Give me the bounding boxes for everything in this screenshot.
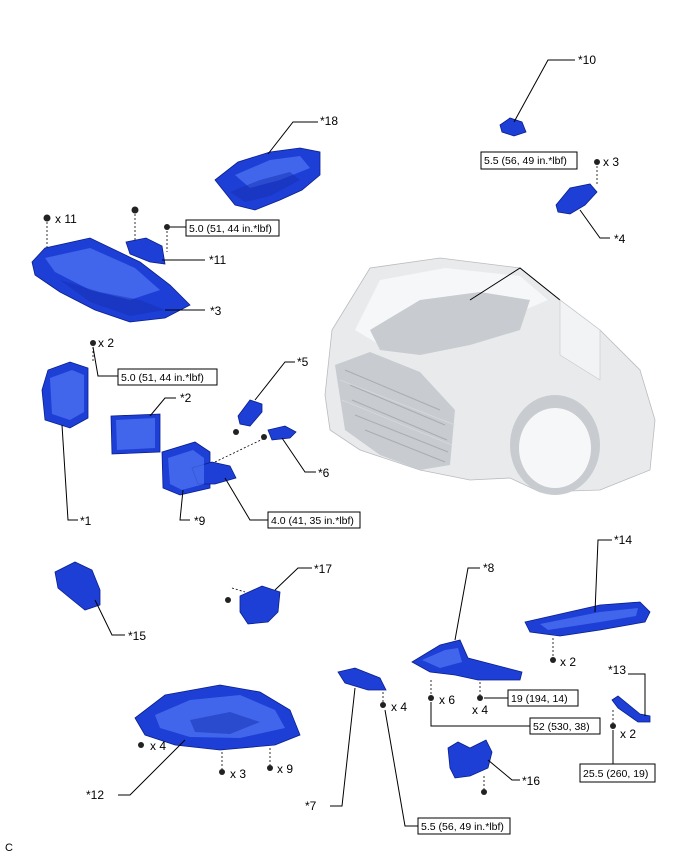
callout-15: *15 xyxy=(128,629,146,643)
callout-18: *18 xyxy=(320,114,338,128)
qty-x4-8: x 4 xyxy=(472,703,488,717)
part-2-filter xyxy=(110,413,161,455)
part-17-bracket xyxy=(239,585,281,625)
torque-5-0-b: 5.0 (51, 44 in.*lbf) xyxy=(121,372,204,384)
part-16-bracket xyxy=(447,739,493,779)
bolt-icon xyxy=(267,765,273,771)
part-12-under-cover xyxy=(134,684,301,751)
part-10-bracket xyxy=(499,117,527,137)
callout-16: *16 xyxy=(522,774,540,788)
bolt-icon xyxy=(225,597,231,603)
bolt-icon xyxy=(138,742,144,748)
bolt-icon xyxy=(481,789,487,795)
torque-5-5-bottom: 5.5 (56, 49 in.*lbf) xyxy=(421,821,504,833)
qty-x4-12: x 4 xyxy=(150,739,166,753)
torque-19: 19 (194, 14) xyxy=(511,693,568,705)
qty-x2-13: x 2 xyxy=(620,727,636,741)
torque-5-5-top: 5.5 (56, 49 in.*lbf) xyxy=(484,155,567,167)
clamp-icon xyxy=(261,434,267,440)
torque-52: 52 (530, 38) xyxy=(533,721,590,733)
nut-icon xyxy=(477,695,483,701)
callout-6: *6 xyxy=(318,466,330,480)
callout-12: *12 xyxy=(86,788,104,802)
part-6-hose xyxy=(267,425,297,441)
callout-8: *8 xyxy=(483,561,495,575)
bolt-icon xyxy=(610,723,616,729)
callout-9: *9 xyxy=(194,514,206,528)
torque-5-0-a: 5.0 (51, 44 in.*lbf) xyxy=(189,223,272,235)
bolt-icon xyxy=(219,769,225,775)
qty-x9-12: x 9 xyxy=(277,762,293,776)
torque-4-0: 4.0 (41, 35 in.*lbf) xyxy=(271,515,354,527)
vehicle-illustration xyxy=(324,257,656,495)
qty-x4-7: x 4 xyxy=(391,700,407,714)
callout-10: *10 xyxy=(578,53,596,67)
qty-x3-top: x 3 xyxy=(603,155,619,169)
callout-14: *14 xyxy=(614,533,632,547)
part-13-bracket xyxy=(611,695,651,723)
torque-25-5: 25.5 (260, 19) xyxy=(583,768,648,780)
bolt-icon xyxy=(90,340,96,346)
part-8-brace xyxy=(411,639,523,681)
callout-11: *11 xyxy=(209,253,226,267)
callout-3: *3 xyxy=(210,304,222,318)
part-18-engine-cover xyxy=(214,147,321,211)
qty-x2-14: x 2 xyxy=(560,655,576,669)
callout-13: *13 xyxy=(608,663,626,677)
qty-x11: x 11 xyxy=(55,212,77,226)
callout-7: *7 xyxy=(305,799,317,813)
part-14-under-cover xyxy=(524,601,651,637)
part-11-bracket xyxy=(125,237,166,265)
part-3-radiator-cover xyxy=(31,237,191,323)
part-7-bracket xyxy=(337,667,387,691)
part-1-unit xyxy=(41,361,89,429)
callout-5: *5 xyxy=(297,355,309,369)
bolt-icon xyxy=(594,159,600,165)
part-5-hose xyxy=(237,399,263,427)
qty-x6: x 6 xyxy=(439,693,455,707)
bolt-icon xyxy=(164,224,170,230)
qty-x2-1: x 2 xyxy=(98,336,114,350)
part-15-cover xyxy=(54,561,101,611)
bolt-icon xyxy=(380,702,386,708)
bolt-icon xyxy=(428,695,434,701)
callout-4: *4 xyxy=(614,232,626,246)
part-4-bracket xyxy=(555,183,598,215)
callout-2: *2 xyxy=(180,391,192,405)
clamp-icon xyxy=(233,429,239,435)
bolt-icon xyxy=(550,657,556,663)
bolt-icon xyxy=(43,214,51,222)
callout-1: *1 xyxy=(80,514,92,528)
qty-x3-12: x 3 xyxy=(230,767,246,781)
figure-code: C xyxy=(5,842,13,852)
bolt-icon xyxy=(131,206,139,214)
callout-17: *17 xyxy=(314,562,332,576)
part-9-air-cleaner xyxy=(161,441,237,496)
